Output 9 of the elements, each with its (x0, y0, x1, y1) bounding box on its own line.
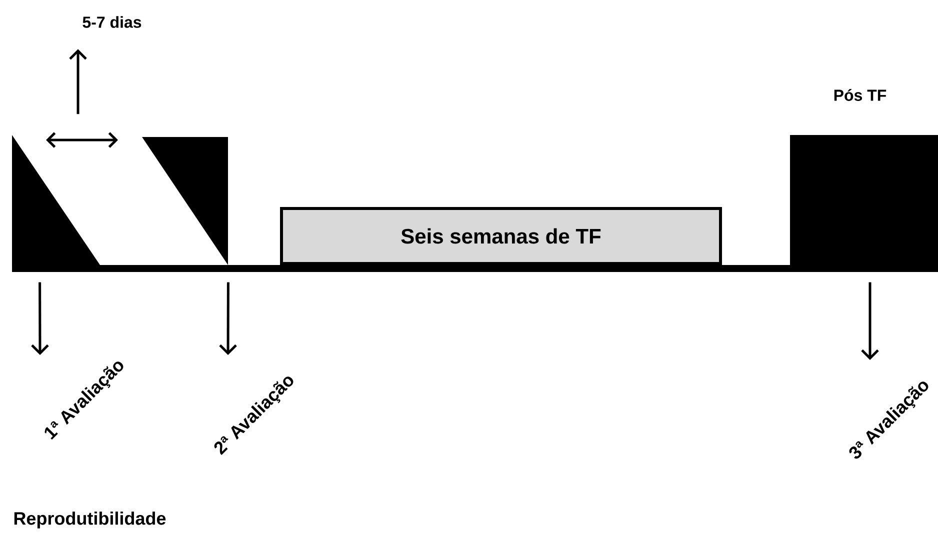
block: Pós TF (790, 89, 938, 272)
time-label: 5-7 dias (82, 16, 142, 28)
arrow (219, 282, 237, 355)
node-label: Pós TF (834, 89, 886, 101)
arrow (31, 282, 49, 355)
arrow (69, 49, 87, 114)
note: Reprodutibilidade (14, 512, 166, 528)
phase-box: Seis semanas de TF (280, 207, 722, 265)
arrow (861, 282, 879, 360)
